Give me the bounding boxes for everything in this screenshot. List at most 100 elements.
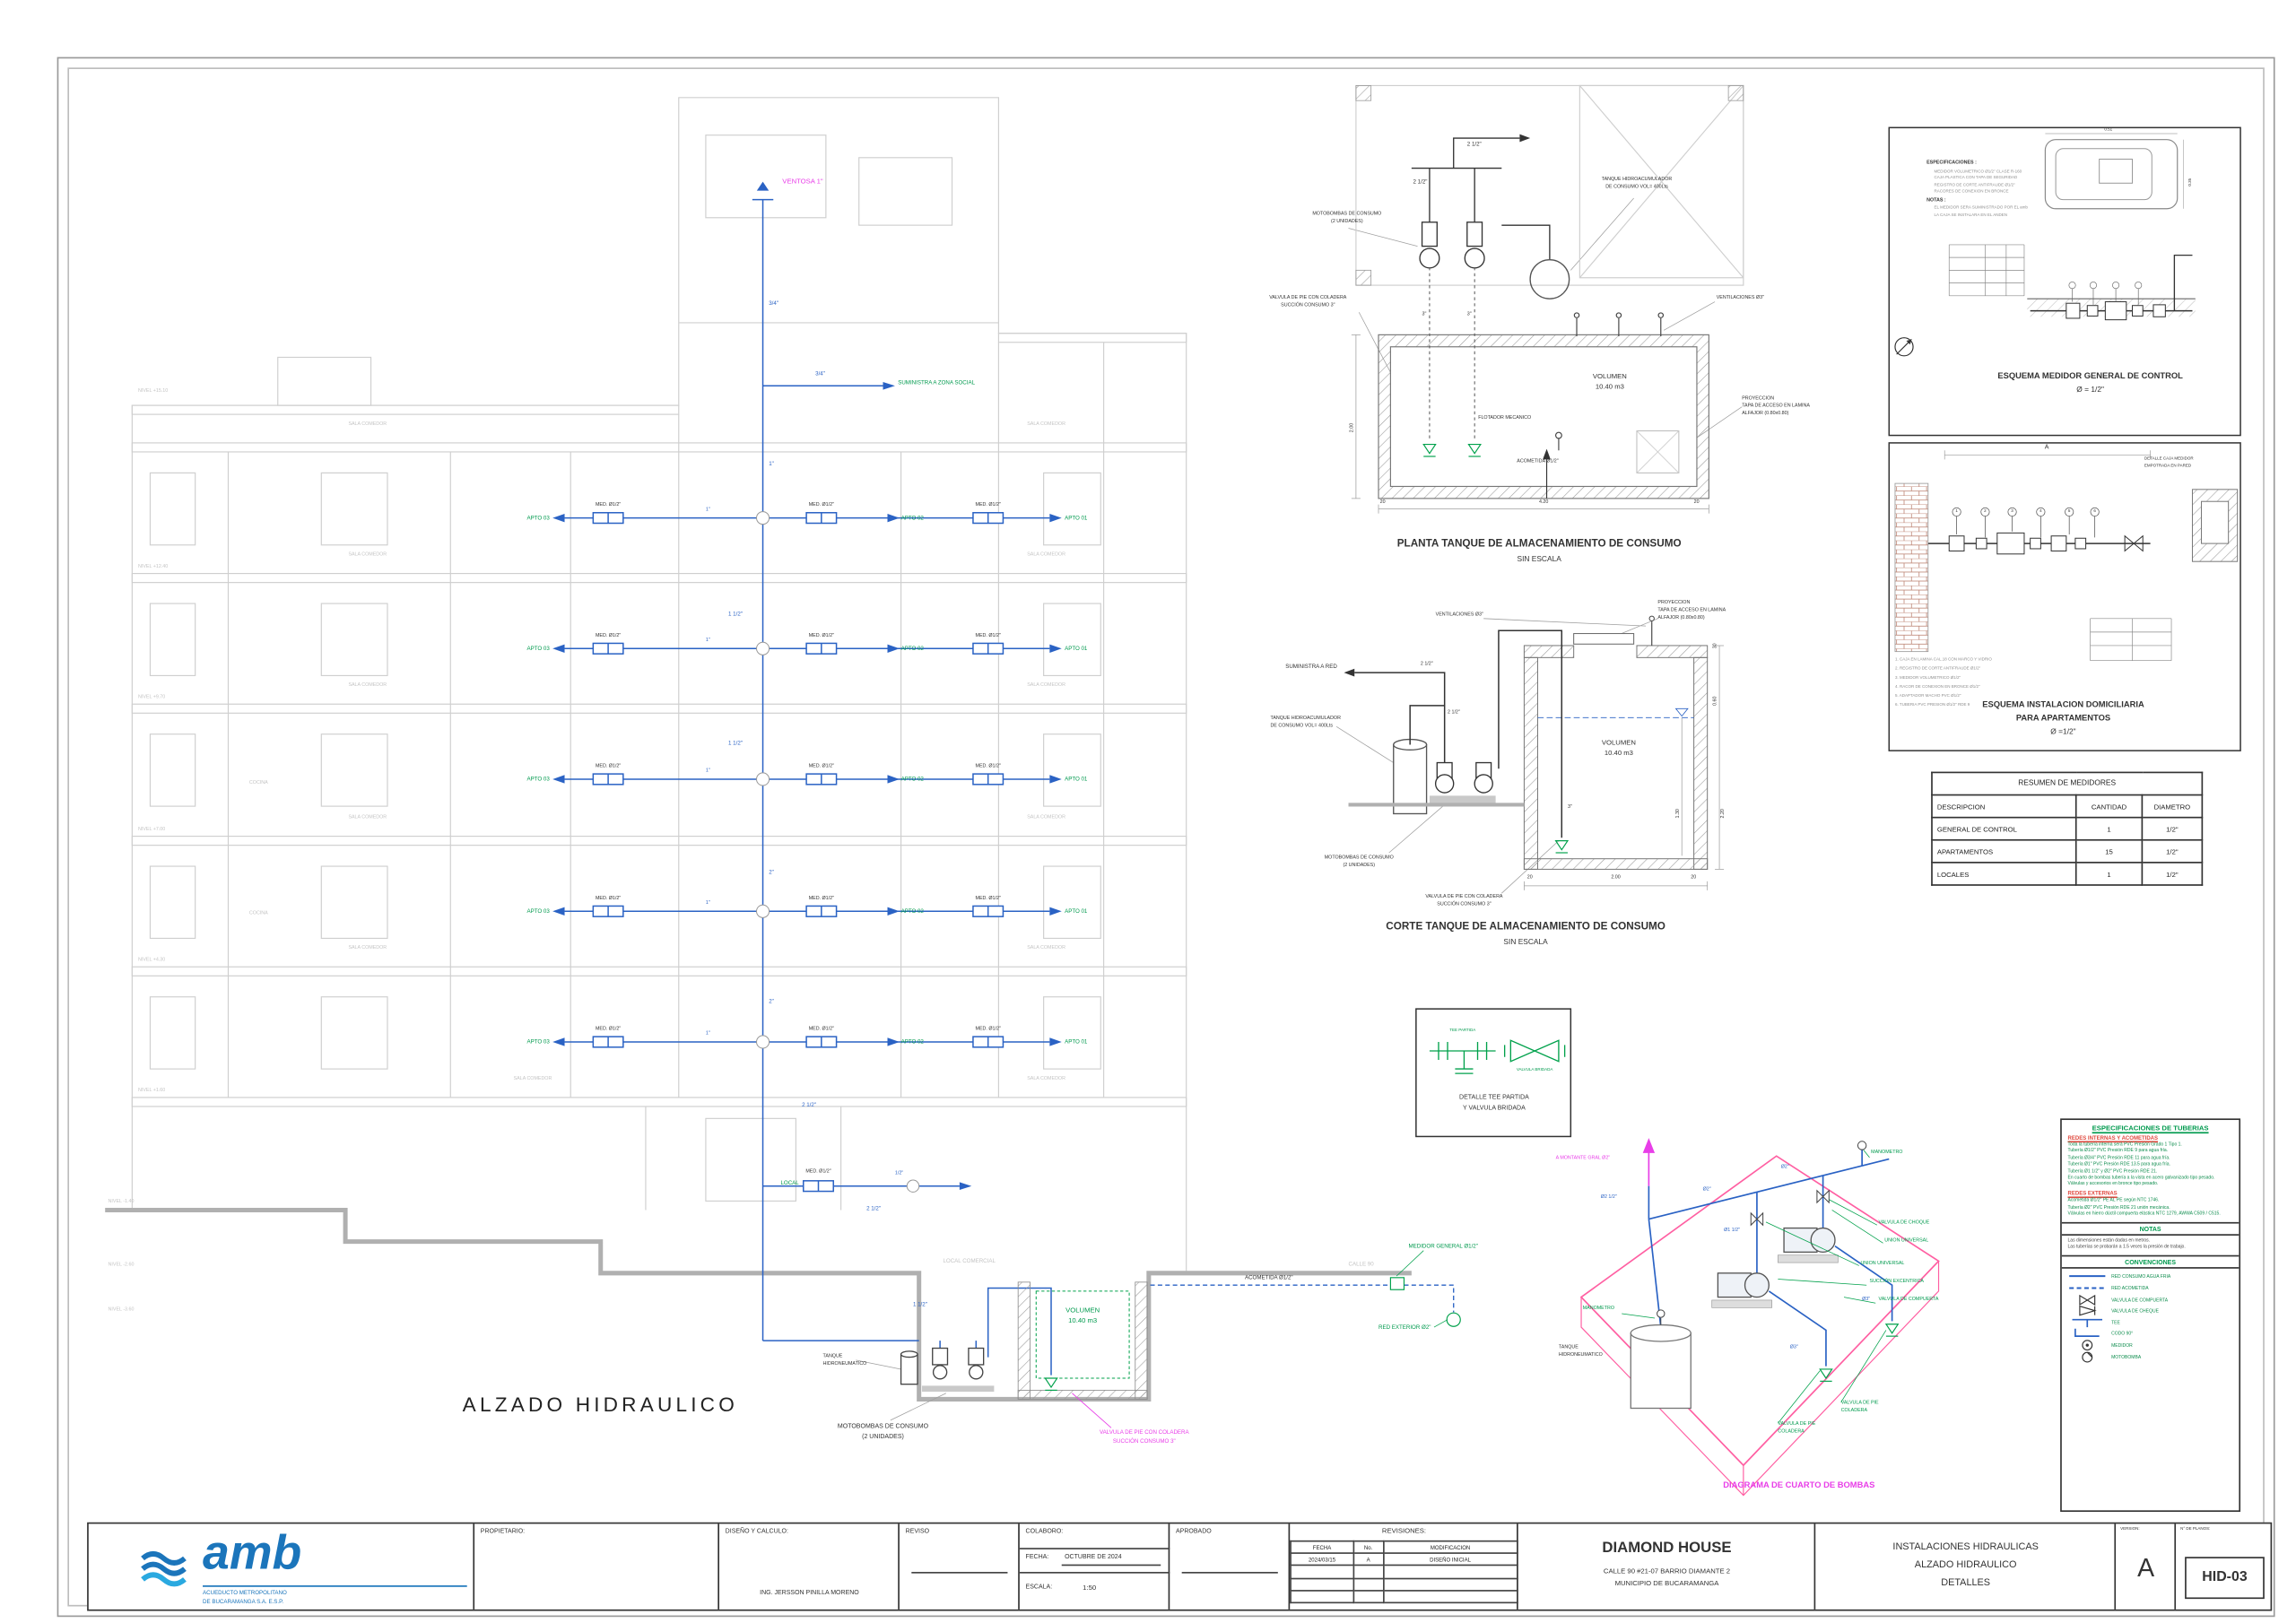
float-label: FLOTADOR MECANICO	[1478, 414, 1532, 421]
union-label: UNION UNIVERSAL	[1860, 1259, 1905, 1266]
tank-volume-label: VOLUMEN	[1592, 372, 1627, 380]
room-label: SALA COMEDOR	[1027, 681, 1065, 688]
tank-plan-lines	[1355, 84, 1744, 499]
manometer-label: MANOMETRO	[1582, 1304, 1615, 1311]
rev-empty-row	[1290, 1576, 1518, 1592]
table-cell: LOCALES	[1931, 862, 2077, 886]
pumps-label: (2 UNIDADES)	[1343, 862, 1376, 868]
meter-label: MED. Ø1/2"	[975, 1025, 1001, 1032]
spec-line: Toda la tubería interna será PVC Presión…	[2067, 1141, 2182, 1148]
pumps-label: MOTOBOMBAS DE CONSUMO	[1324, 854, 1394, 861]
projection-label: ALFAJOR (0.80x0.80)	[1657, 613, 1705, 621]
pipe-size-label: 2 1/2"	[1448, 708, 1460, 715]
pipe-size-label: Ø2"	[1702, 1185, 1711, 1193]
meter-label: MED. Ø1/2"	[975, 631, 1001, 638]
foot-valve-label: COLADERA	[1778, 1428, 1805, 1434]
legend-item: RED ACOMETIDA	[2068, 1282, 2233, 1294]
room-label: SALA COMEDOR	[1027, 1074, 1065, 1081]
tb-plan-number-cell: N° DE PLANOS: HID-03	[2176, 1523, 2274, 1609]
dimension-label: A	[2044, 442, 2049, 451]
pumps-label: MOTOBOMBAS DE CONSUMO	[1312, 210, 1382, 217]
callout-number: 6	[2093, 508, 2096, 514]
note-line: Las tuberías se probarán a 1.5 veces la …	[2067, 1242, 2186, 1249]
level-label: NIVEL +9.70	[138, 693, 166, 700]
meter-label: MED. Ø1/2"	[808, 1025, 834, 1032]
pipe-size-label: Ø2"	[1780, 1163, 1789, 1170]
amb-subtitle: DE BUCARAMANGA S.A. E.S.P.	[203, 1599, 284, 1605]
table-header: CANTIDAD	[2074, 794, 2144, 819]
hydro-tank-label: TANQUE	[822, 1352, 843, 1359]
dimension-label: 20	[1691, 873, 1697, 881]
legend-title: CONVENCIONES	[2061, 1254, 2239, 1269]
table-cell: 1	[2074, 816, 2144, 841]
apto-label: APTO 03	[526, 907, 550, 915]
elbow-symbol	[2074, 1329, 2100, 1338]
room-label: SALA COMEDOR	[1027, 551, 1065, 558]
projection-label: ALFAJOR (0.80x0.80)	[1742, 410, 1789, 416]
suministra-label: SUMINISTRA A RED	[1285, 664, 1337, 670]
specs-title: ESPECIFICACIONES DE TUBERIAS	[2092, 1124, 2209, 1133]
rev-header: FECHA	[1290, 1540, 1354, 1555]
meters-summary-table: RESUMEN DE MEDIDORES DESCRIPCION CANTIDA…	[1931, 771, 2204, 886]
dashed-line-symbol	[2069, 1287, 2106, 1289]
branch-size-label: 1/2"	[894, 1169, 904, 1176]
apto-label: APTO 01	[1065, 907, 1088, 915]
branch-size-label: 1"	[705, 1029, 710, 1037]
foot-valve-label: COLADERA	[1840, 1406, 1868, 1413]
apto-label: APTO 02	[900, 776, 924, 783]
tb-logo-cell: amb ACUEDUCTO METROPOLITANO DE BUCARAMAN…	[89, 1523, 475, 1610]
section-caption: CORTE TANQUE DE ALMACENAMIENTO DE CONSUM…	[1386, 922, 1665, 933]
legend-item: TEE	[2068, 1316, 2233, 1328]
pipe-size-label: Ø3"	[1862, 1295, 1871, 1302]
tee-label: TEE PARTIDA	[1449, 1028, 1476, 1033]
title-block: amb ACUEDUCTO METROPOLITANO DE BUCARAMAN…	[87, 1522, 2274, 1611]
spec-line: RACORES DE CONEXION EN BRONCE	[1934, 188, 2009, 194]
tb-revisions-title: REVISIONES:	[1381, 1526, 1427, 1535]
projection-label: PROYECCION	[1742, 395, 1775, 402]
foot-valve-label: SUCCIÓN CONSUMO 3"	[1281, 301, 1335, 308]
spec-line: Tubería Ø1 1/2" y Ø2" PVC Presión RDE 21…	[2067, 1167, 2158, 1174]
meter-label: MED. Ø1/2"	[975, 501, 1001, 508]
pumps-label: MOTOBOMBAS DE CONSUMO	[837, 1421, 929, 1429]
vents-label: VENTILACIONES Ø3"	[1716, 294, 1764, 300]
gate-valve-label: VALVULA DE COMPUERTA	[1878, 1295, 1939, 1302]
dimension-label: 0.51	[2104, 127, 2113, 133]
elevation-tank-and-pumps	[900, 1250, 1461, 1428]
meter-label: MED. Ø1/2"	[975, 762, 1001, 769]
esq-dom-caption: PARA APARTAMENTOS	[2015, 714, 2111, 725]
pumps-label: (2 UNIDADES)	[862, 1432, 904, 1440]
pipe-specs-panel: ESPECIFICACIONES DE TUBERIAS REDES INTER…	[2060, 1118, 2241, 1513]
branch-size-label: 1"	[705, 636, 710, 643]
room-label: SALA COMEDOR	[348, 420, 387, 427]
tb-label: ESCALA:	[1025, 1582, 1053, 1591]
tank-volume-label: 10.40 m3	[1068, 1316, 1098, 1324]
tb-reviso-cell: REVISO	[900, 1523, 1020, 1610]
apto-label: APTO 03	[526, 776, 550, 783]
table-cell: 1/2"	[2141, 838, 2204, 864]
rev-cell: A	[1352, 1552, 1385, 1567]
eccentric-suction-label: SUCCIÓN EXCENTRICA	[1869, 1277, 1925, 1284]
meter-label: MED. Ø1/2"	[808, 894, 834, 901]
pipe-size-label: 3"	[1567, 803, 1572, 810]
room-label: SALA COMEDOR	[513, 1074, 552, 1081]
dimension-label: 20	[1693, 498, 1700, 505]
note-line: 5. ADAPTADOR MACHO PVC Ø1/2"	[1894, 693, 1961, 699]
amb-subtitle: ACUEDUCTO METROPOLITANO	[203, 1590, 287, 1596]
table-cell: GENERAL DE CONTROL	[1931, 816, 2077, 841]
legend-label: TEE	[2111, 1319, 2120, 1326]
pump-room-lines	[1579, 1138, 1940, 1497]
notes-title: NOTAS	[2061, 1221, 2239, 1236]
meter-label: MED. Ø1/2"	[808, 501, 834, 508]
section-scale-note: SIN ESCALA	[1503, 938, 1548, 948]
rev-empty-row	[1290, 1565, 1518, 1579]
meter-label: MED. Ø1/2"	[595, 1025, 622, 1032]
red-exterior-label: RED EXTERIOR Ø2"	[1378, 1324, 1431, 1331]
legend-item: VALVULA DE CHEQUE	[2068, 1306, 2233, 1317]
check-valve-symbol	[2079, 1306, 2097, 1316]
version-value: A	[2137, 1553, 2155, 1583]
room-label: SALA COMEDOR	[348, 813, 387, 820]
tb-label: VERSION:	[2120, 1526, 2140, 1532]
spec-line: Válvulas en hierro dúctil compuerta elás…	[2067, 1210, 2221, 1217]
meter-label: MED. Ø1/2"	[595, 631, 622, 638]
detail-box-label: DETALLE CAJA MEDIDOR	[2144, 456, 2194, 462]
